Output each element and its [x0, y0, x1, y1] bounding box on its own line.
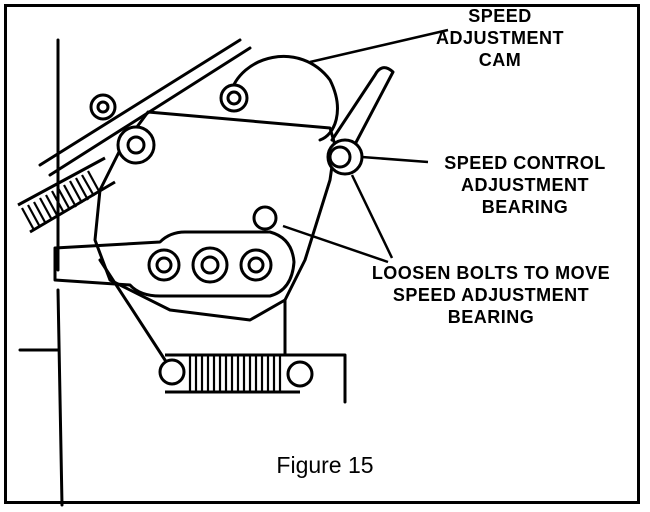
leader-bolts-a — [282, 224, 389, 264]
loosen-bolts-label: LOOSEN BOLTS TO MOVE SPEED ADJUSTMENT BE… — [356, 262, 626, 328]
mounting-bracket — [53, 230, 296, 298]
speed-adjustment-cam — [228, 55, 339, 142]
adjustment-bolt-upper — [252, 205, 278, 231]
speed-adjustment-cam-label: SPEED ADJUSTMENT CAM — [430, 5, 570, 71]
cam-label-line-3: CAM — [478, 50, 522, 70]
left-frame-rail — [56, 38, 64, 507]
loosen-label-line-3: BEARING — [447, 307, 535, 327]
bearing-arm — [330, 66, 395, 152]
cam-label-line-2: ADJUSTMENT — [435, 28, 564, 48]
lower-link — [98, 258, 167, 362]
bearing-label-line-1: SPEED CONTROL — [444, 153, 606, 173]
lower-spring — [158, 353, 314, 394]
leader-control-bearing — [361, 155, 429, 164]
leader-cam — [309, 28, 449, 64]
loosen-label-line-1: LOOSEN BOLTS TO MOVE — [371, 263, 611, 283]
loosen-label-line-2: SPEED ADJUSTMENT — [392, 285, 590, 305]
leader-bolts-b — [350, 174, 394, 259]
figure-caption: Figure 15 — [276, 452, 374, 478]
cam-label-line-1: SPEED — [468, 6, 532, 26]
speed-control-bearing-label: SPEED CONTROL ADJUSTMENT BEARING — [425, 152, 625, 218]
bearing-nut — [328, 145, 352, 169]
upper-spring — [17, 156, 116, 234]
upper-rod — [38, 38, 252, 177]
figure-frame — [4, 4, 640, 504]
bearing-label-line-2: ADJUSTMENT — [460, 175, 589, 195]
bearing-label-line-3: BEARING — [481, 197, 569, 217]
lower-bracket — [283, 298, 347, 404]
